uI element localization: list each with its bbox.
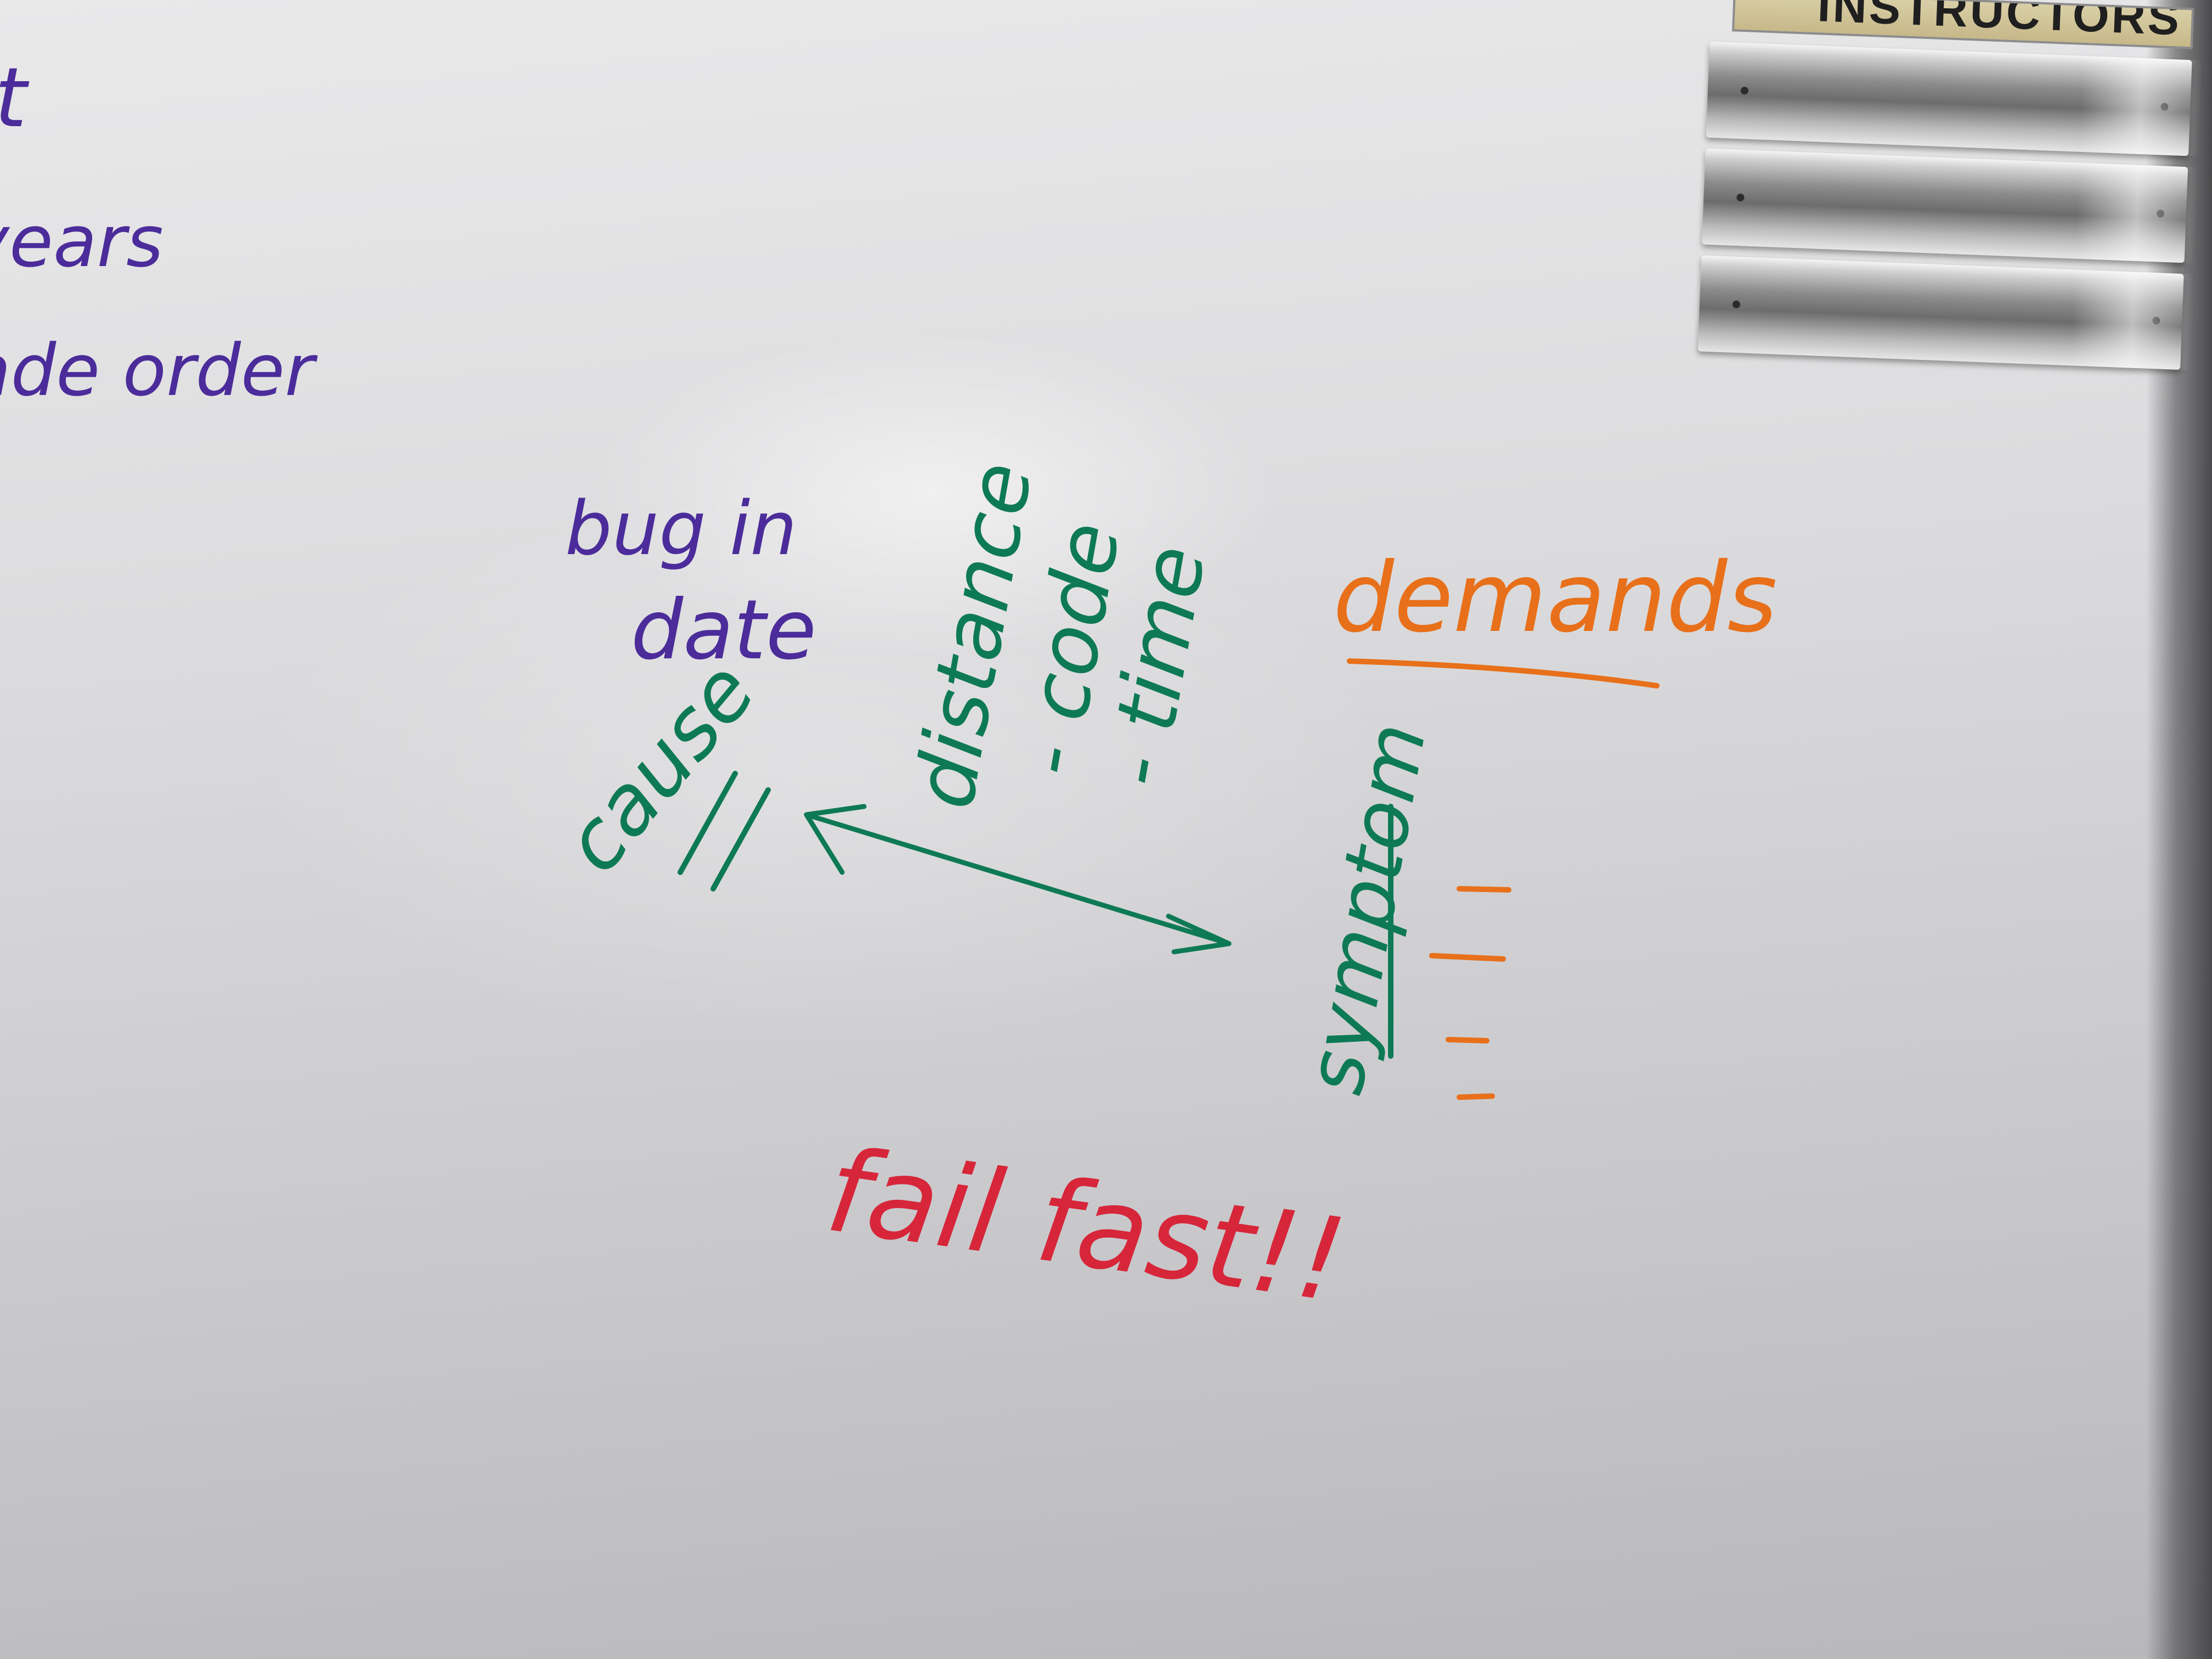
left-edge-text-3: ade order [0, 329, 318, 412]
left-edge-text-1: t [0, 50, 30, 146]
cause-underline [678, 771, 771, 891]
demands-underline [1347, 658, 1660, 689]
cause-label: cause [545, 644, 774, 890]
left-edge-text-2: years [0, 200, 163, 283]
demands-label: demands [1333, 543, 1778, 654]
symptom-label: symptom [1288, 716, 1444, 1101]
cause-note-line2: date [631, 583, 816, 678]
demands-list-dashes [1429, 886, 1511, 1100]
double-arrow-icon [804, 804, 1232, 955]
cause-note-line1: bug in [565, 486, 797, 572]
fail-fast-text: fail fast!! [819, 1123, 1353, 1329]
